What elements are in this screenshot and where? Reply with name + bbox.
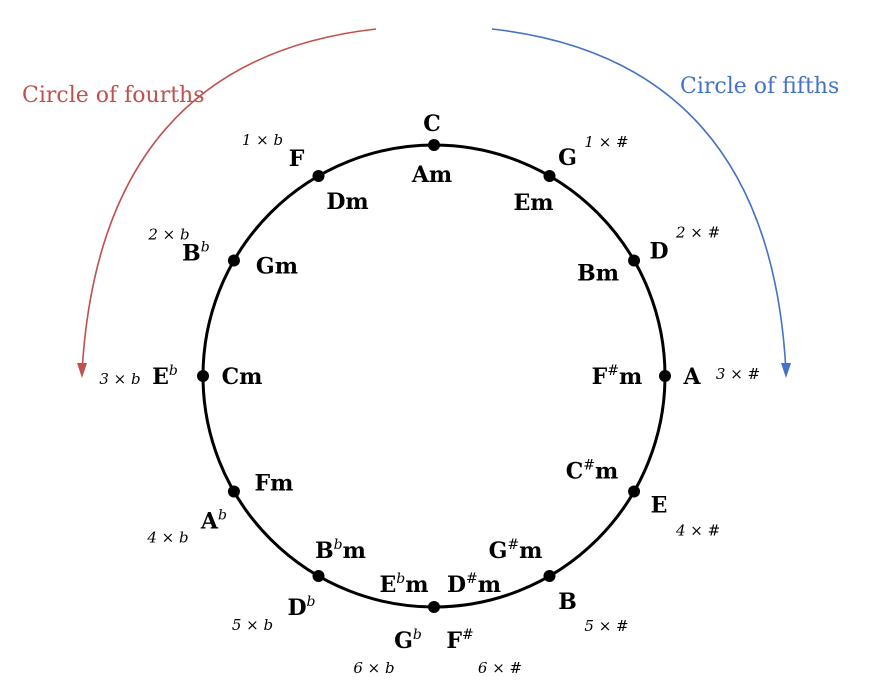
- key-dot: [543, 169, 556, 182]
- key-dot: [197, 370, 209, 382]
- key-dot: [628, 485, 641, 498]
- minor-key-label: C#m: [566, 458, 619, 485]
- fifths-arrowhead: [781, 363, 791, 378]
- key-dot: [312, 570, 325, 583]
- minor-key-label: D#m: [447, 571, 501, 598]
- key-dot: [428, 139, 440, 151]
- minor-key-label: F#m: [592, 363, 643, 390]
- major-key-label: Eb: [152, 363, 178, 390]
- major-key-label: B: [558, 589, 577, 615]
- circle-of-fifths-label: Circle of fifths: [680, 74, 839, 99]
- key-dot: [628, 254, 641, 267]
- accidental-count-label: 4 × #: [675, 522, 720, 540]
- major-key-label: F#: [446, 627, 473, 654]
- major-key-label: Db: [287, 594, 315, 621]
- major-key-label: E: [651, 493, 668, 519]
- key-dot: [428, 601, 440, 613]
- accidental-count-label: 2 × #: [675, 224, 720, 242]
- key-dot: [227, 485, 240, 498]
- fifths-arc: [491, 28, 787, 373]
- minor-key-label: Em: [513, 190, 553, 216]
- accidental-count-label: 6 × #: [478, 659, 522, 677]
- major-key-label: C: [423, 111, 441, 137]
- major-key-label: D: [650, 239, 669, 265]
- major-key-label: F: [289, 146, 305, 172]
- accidental-count-label: 6 × b: [353, 659, 394, 677]
- accidental-count-label: 3 × #: [716, 365, 760, 383]
- minor-key-label: Fm: [254, 471, 293, 497]
- minor-key-label: Ebm: [379, 571, 428, 598]
- minor-key-label: Cm: [222, 364, 263, 390]
- minor-key-label: Am: [411, 162, 452, 188]
- key-dot: [227, 254, 240, 267]
- major-key-label: Gb: [394, 627, 422, 654]
- accidental-count-label: 5 × b: [232, 616, 273, 634]
- minor-key-label: Bm: [577, 261, 619, 287]
- circle-of-fourths-label: Circle of fourths: [22, 83, 205, 108]
- accidental-count-label: 1 × b: [242, 131, 283, 149]
- accidental-count-label: 5 × #: [584, 617, 628, 635]
- accidental-count-label: 4 × b: [146, 529, 188, 547]
- accidental-count-label: 3 × b: [99, 370, 140, 388]
- accidental-count-label: 1 × #: [584, 133, 628, 151]
- minor-key-label: Bbm: [315, 537, 366, 564]
- major-key-label: Ab: [200, 508, 227, 535]
- accidental-count-label: 2 × b: [147, 226, 189, 244]
- key-dot: [543, 570, 556, 583]
- minor-key-label: Gm: [256, 254, 298, 280]
- major-key-label: Bb: [182, 240, 210, 267]
- key-dot: [659, 370, 671, 382]
- key-dot: [312, 169, 325, 182]
- fourths-arc: [81, 28, 377, 373]
- minor-key-label: Dm: [326, 189, 368, 215]
- major-key-label: A: [682, 364, 701, 390]
- major-key-label: G: [558, 145, 577, 171]
- fourths-arrowhead: [77, 363, 87, 378]
- minor-key-label: G#m: [489, 537, 543, 564]
- keys-layer: C Am GEm 1 × # D Bm 2 × # A F#m 3 × # E C#m 4 × # B G#…: [99, 111, 760, 677]
